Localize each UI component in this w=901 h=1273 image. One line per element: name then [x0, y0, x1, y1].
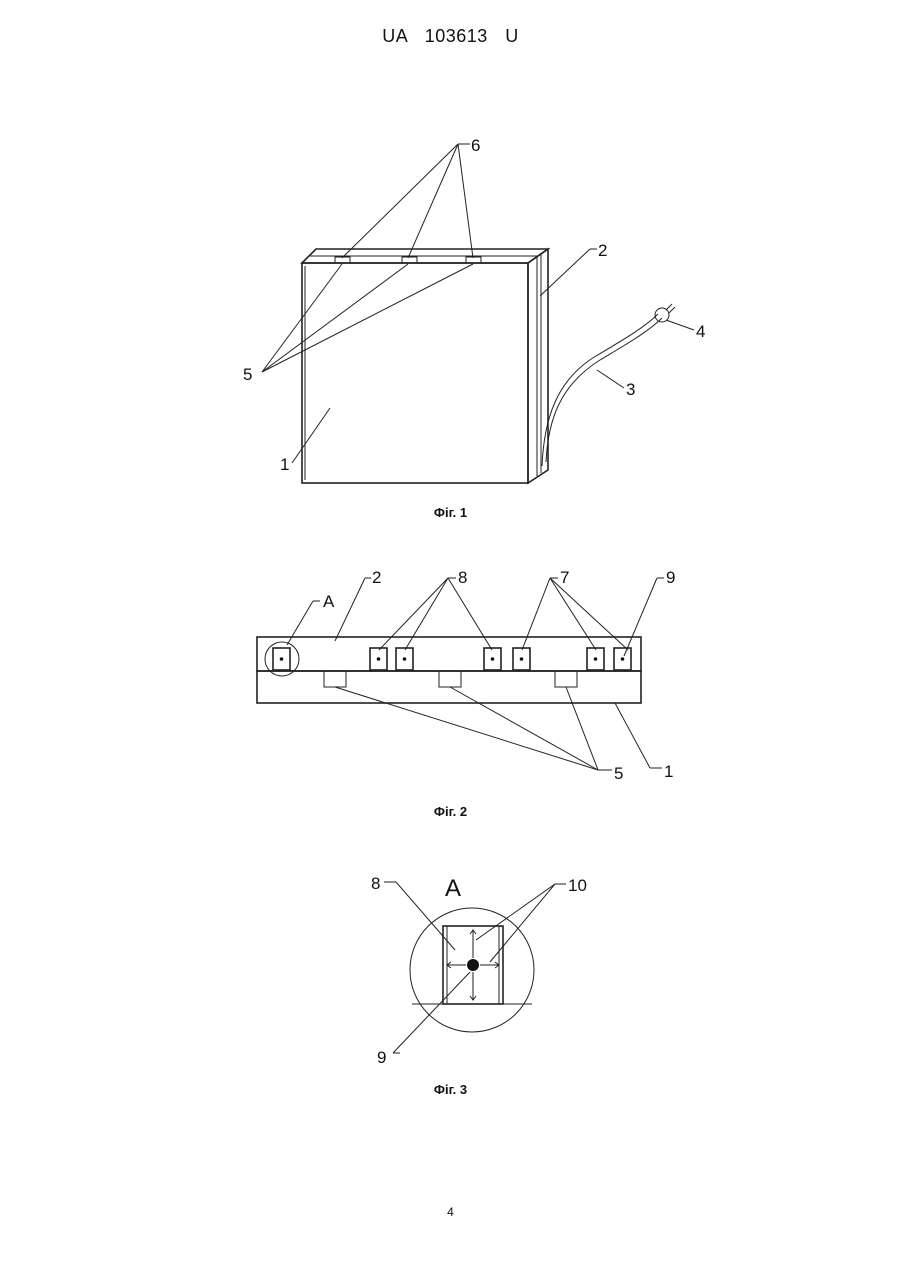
label-5: 5 [614, 764, 623, 783]
hinge-2 [439, 671, 461, 687]
figure-3-drawing: 8 A 10 9 [0, 860, 901, 1070]
socket-1 [370, 648, 387, 670]
label-1: 1 [664, 762, 673, 781]
label-1: 1 [280, 455, 289, 474]
label-A: A [323, 592, 335, 611]
socket-a [273, 648, 290, 670]
figure-2-caption: Фіг. 2 [0, 804, 901, 819]
label-7: 7 [560, 568, 569, 587]
label-8: 8 [371, 874, 380, 893]
page-number: 4 [0, 1205, 901, 1219]
label-6: 6 [471, 136, 480, 155]
cable [546, 318, 662, 462]
label-2: 2 [372, 568, 381, 587]
label-10: 10 [568, 876, 587, 895]
side-body [528, 249, 548, 483]
hinge-1 [324, 671, 346, 687]
label-5: 5 [243, 365, 252, 384]
hinge-3 [466, 257, 481, 263]
figure-1-drawing: 6 2 4 3 5 1 [0, 0, 901, 500]
center-hole [467, 959, 479, 971]
socket-3 [484, 648, 501, 670]
figure-2-drawing: A 2 8 7 9 5 1 [0, 540, 901, 800]
label-A: A [445, 875, 461, 902]
label-4: 4 [696, 322, 705, 341]
front-panel [302, 263, 528, 483]
label-8: 8 [458, 568, 467, 587]
label-9: 9 [377, 1048, 386, 1067]
label-3: 3 [626, 380, 635, 399]
figure-1-caption: Фіг. 1 [0, 505, 901, 520]
socket-5 [587, 648, 604, 670]
body-section [257, 637, 641, 671]
socket-6 [614, 648, 631, 670]
hinge-2 [402, 257, 417, 263]
figure-3-caption: Фіг. 3 [0, 1082, 901, 1097]
hinge-3 [555, 671, 577, 687]
label-9: 9 [666, 568, 675, 587]
socket-2 [396, 648, 413, 670]
socket-4 [513, 648, 530, 670]
label-2: 2 [598, 241, 607, 260]
